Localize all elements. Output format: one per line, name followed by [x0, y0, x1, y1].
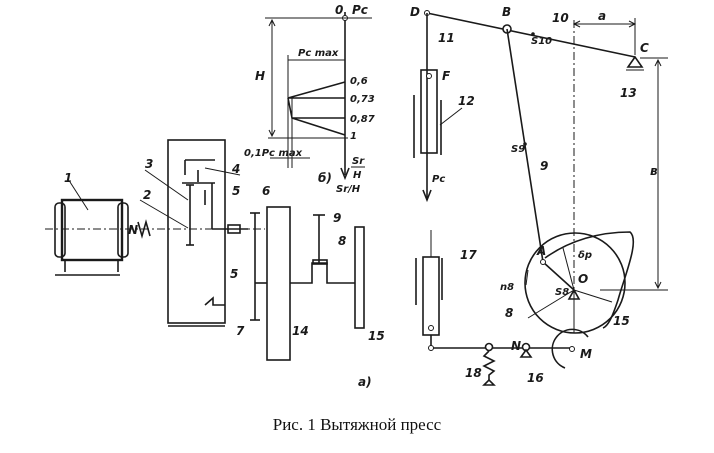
load-diagram-b: 0 Pc H Pc max 0,1Pc max 0,6 0,73 0,87 1 … — [244, 3, 375, 195]
slider-17 — [422, 256, 440, 336]
kinematic-scheme-a: 1 2 3 4 5 5 6 7 8 9 14 15 N а) — [45, 139, 385, 389]
label-1: 1 — [64, 171, 72, 185]
label-Pc: Pc — [432, 174, 445, 185]
p-small-label: 0,1Pc max — [244, 148, 303, 159]
label-15-cam: 15 — [613, 314, 630, 328]
axis-label: Sr/H — [336, 184, 361, 195]
label-4: 4 — [231, 162, 240, 176]
label-A: A — [536, 244, 546, 258]
scheme-a-label: а) — [358, 375, 372, 389]
label-S8: S8 — [555, 287, 569, 298]
tick-0-87: 0,87 — [350, 114, 375, 125]
label-2: 2 — [143, 188, 151, 202]
label-5-shifter: 5 — [232, 184, 240, 198]
scheme-b-label: б) — [318, 171, 332, 185]
label-a: a — [598, 9, 606, 23]
tick-0-73: 0,73 — [350, 94, 375, 105]
height-label: H — [255, 69, 265, 83]
label-delta: δр — [578, 250, 592, 261]
label-12: 12 — [458, 94, 475, 108]
roller-16 — [551, 328, 589, 369]
label-7: 7 — [236, 324, 245, 338]
label-8: 8 — [338, 234, 346, 248]
label-n8: n8 — [500, 282, 514, 293]
label-coupling: N — [128, 223, 138, 237]
lever-mechanism: D B C F A O N M S10 S9 S8 Pc a в δр n8 1… — [410, 5, 668, 386]
tick-0-6: 0,6 — [350, 76, 368, 87]
label-3: 3 — [145, 157, 153, 171]
label-F: F — [442, 69, 451, 83]
label-9-link: 9 — [540, 159, 548, 173]
axis-numerator: Sr — [352, 156, 365, 167]
coupling — [137, 219, 151, 239]
label-13: 13 — [620, 86, 637, 100]
crank-shaft — [290, 262, 355, 284]
label-11: 11 — [438, 31, 455, 45]
label-6: 6 — [262, 184, 270, 198]
crank-8 — [524, 232, 626, 334]
label-O: O — [578, 272, 588, 286]
pmax-label: Pc max — [298, 48, 339, 59]
motor — [54, 198, 129, 276]
force-label: Pc — [352, 3, 368, 17]
gearbox — [167, 139, 248, 327]
label-16: 16 — [527, 371, 544, 385]
figure-caption: Рис. 1 Вытяжной пресс — [273, 415, 442, 434]
label-S10: S10 — [531, 36, 552, 47]
flywheel — [266, 206, 291, 361]
label-5: 5 — [230, 267, 238, 281]
label-M: M — [580, 347, 592, 361]
cam-15 — [544, 231, 635, 329]
label-D: D — [410, 5, 420, 19]
label-b: в — [650, 164, 658, 178]
label-B: B — [502, 5, 511, 19]
label-C: C — [640, 41, 649, 55]
label-8-crank: 8 — [505, 306, 513, 320]
label-9: 9 — [333, 211, 341, 225]
disk-15 — [354, 226, 365, 329]
axis-denominator: H — [353, 170, 362, 181]
slider-12 — [420, 69, 438, 154]
label-S9: S9 — [511, 144, 525, 155]
label-15: 15 — [368, 329, 385, 343]
label-10: 10 — [552, 11, 569, 25]
label-17: 17 — [460, 248, 477, 262]
label-14: 14 — [292, 324, 309, 338]
label-N: N — [511, 339, 521, 353]
origin-label: 0 — [335, 3, 343, 17]
label-18: 18 — [465, 366, 482, 380]
tick-1: 1 — [350, 131, 357, 142]
